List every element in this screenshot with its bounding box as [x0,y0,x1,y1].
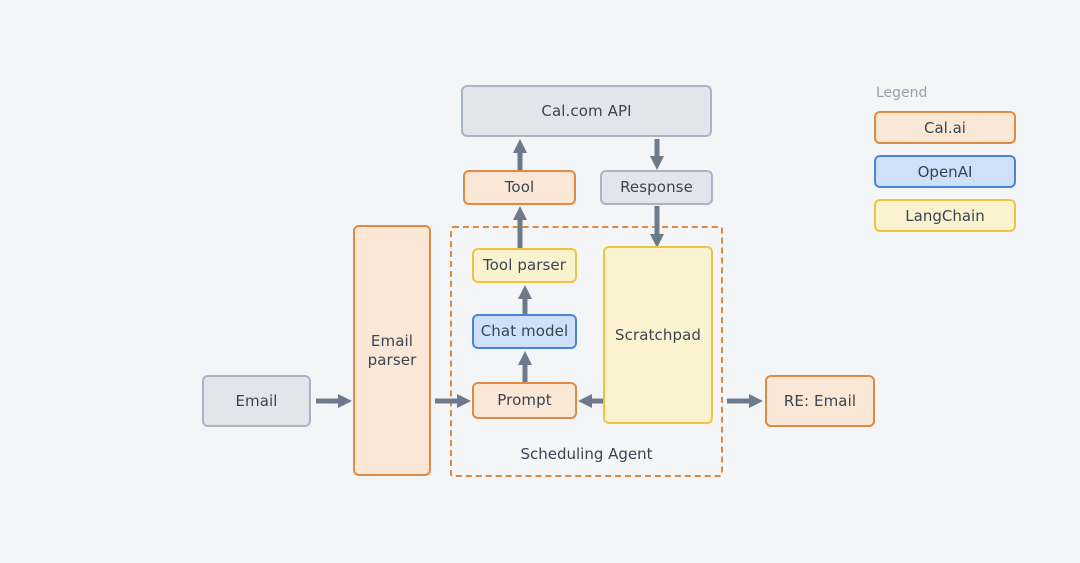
arrow-scratchpad-to-prompt [578,392,604,410]
scheduling-agent-container [450,226,723,477]
node-email-parser[interactable]: Email parser [353,225,431,476]
node-email[interactable]: Email [202,375,311,427]
arrow-prompt-to-chat-model [516,351,534,384]
arrow-response-to-scratchpad [648,206,666,248]
node-tool-parser[interactable]: Tool parser [472,248,577,283]
arrow-tool-parser-to-tool [511,206,529,250]
arrow-cal-com-api-to-response [648,139,666,170]
legend-item-openai[interactable]: OpenAI [874,155,1016,188]
node-tool[interactable]: Tool [463,170,576,205]
node-cal-com-api[interactable]: Cal.com API [461,85,712,137]
legend-item-langchain[interactable]: LangChain [874,199,1016,232]
node-scratchpad[interactable]: Scratchpad [603,246,713,424]
node-response[interactable]: Response [600,170,713,205]
node-re-email[interactable]: RE: Email [765,375,875,427]
scheduling-agent-caption: Scheduling Agent [520,445,653,463]
node-prompt[interactable]: Prompt [472,382,577,419]
legend-item-cal-ai[interactable]: Cal.ai [874,111,1016,144]
arrow-chat-model-to-tool-parser [516,285,534,315]
arrow-scratchpad-to-re-email [727,392,765,410]
legend: Legend Cal.ai OpenAI LangChain [874,85,1016,243]
arrow-tool-to-cal-com-api [511,139,529,170]
node-chat-model[interactable]: Chat model [472,314,577,349]
arrow-email-parser-to-prompt [435,392,473,410]
legend-title: Legend [876,85,928,101]
arrow-email-to-email-parser [316,392,354,410]
